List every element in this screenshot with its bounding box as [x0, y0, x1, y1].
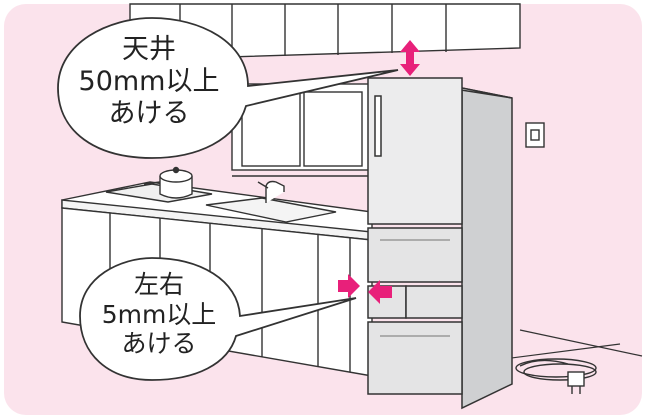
power-plug-icon: [515, 358, 597, 394]
side-callout-line3: あける: [121, 329, 197, 358]
refrigerator: [367, 77, 513, 410]
top-callout-line3: あける: [108, 97, 190, 129]
clearance-arrow-left-icon: [368, 280, 392, 304]
faucet-icon: [257, 180, 285, 203]
wall-outlet-icon: [525, 122, 545, 148]
top-callout-label: 天井 50mm以上 あける: [64, 34, 234, 130]
clearance-arrow-vertical-icon: [400, 40, 420, 76]
clearance-arrow-right-icon: [338, 274, 360, 298]
side-callout-label: 左右 5mm以上 あける: [84, 270, 234, 359]
countertop: [61, 181, 373, 241]
side-callout-line1: 左右: [133, 270, 184, 299]
side-callout-line2: 5mm以上: [101, 299, 217, 329]
top-callout-line1: 天井: [122, 34, 176, 65]
top-callout-bubble: [57, 17, 399, 159]
top-callout-line2: 50mm以上: [78, 65, 220, 97]
side-callout-bubble: [79, 257, 357, 381]
pot-icon: [143, 166, 193, 199]
